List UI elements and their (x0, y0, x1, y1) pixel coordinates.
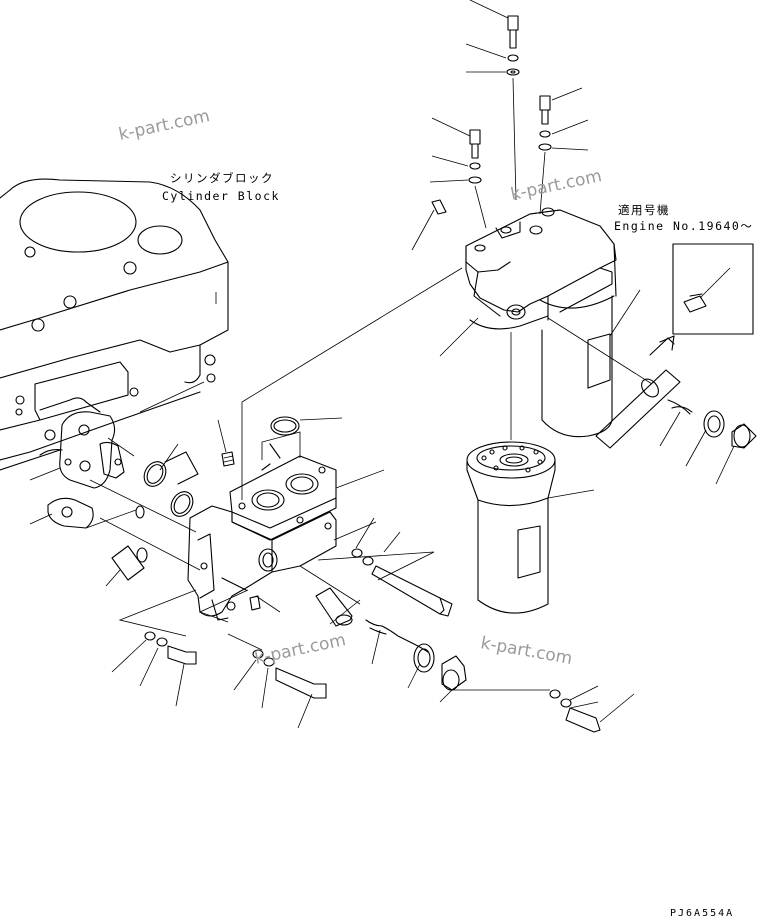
watermark-2: k-part.com (509, 166, 604, 205)
block-flange (39, 411, 125, 529)
cylinder-block-jp-label: シリンダブロック (170, 171, 274, 185)
watermark-3: k-part.com (253, 630, 348, 669)
drawing-code: PJ6A554A (670, 908, 734, 919)
head-bolts (431, 15, 552, 215)
engine-number-label: Engine No.19640～ (614, 219, 753, 233)
installed-filter (539, 295, 615, 438)
watermark-4: k-part.com (479, 633, 574, 669)
watermark-1: k-part.com (117, 106, 212, 145)
spin-on-filter (466, 441, 556, 614)
bracket-bolts (144, 548, 601, 733)
o-rings (111, 416, 300, 581)
filter-head (465, 207, 617, 330)
filter-bracket (187, 443, 337, 621)
applicable-serial-jp-label: 適用号機 (618, 203, 670, 217)
leader-lines (29, 0, 735, 729)
cylinder-block (0, 178, 229, 471)
relief-plug-parts (595, 369, 757, 449)
cylinder-block-en-label: Cylinder Block (162, 189, 280, 203)
engine-number-inset (649, 243, 754, 356)
breather-plug (221, 451, 261, 611)
